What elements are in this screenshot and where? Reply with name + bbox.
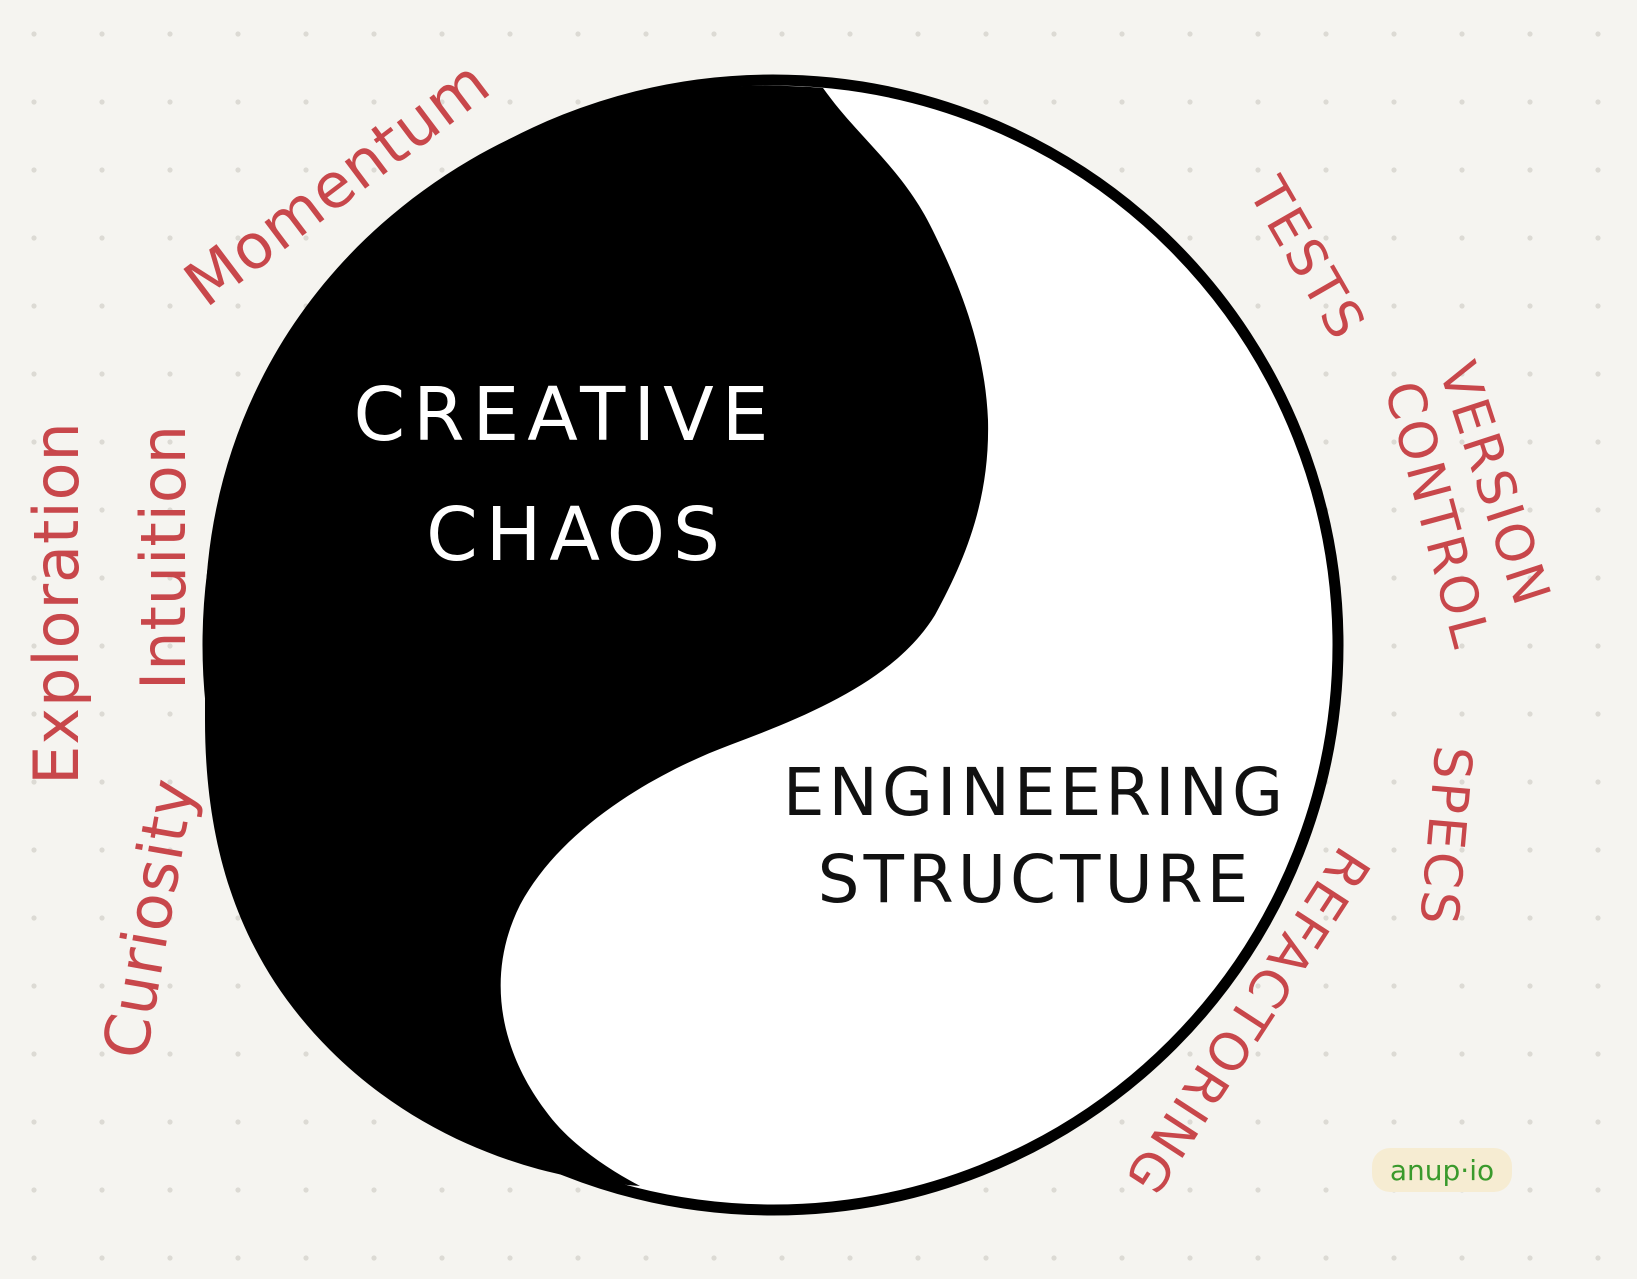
anup-badge: anup·io bbox=[1372, 1148, 1512, 1192]
creative-label: CREATIVE bbox=[353, 372, 776, 458]
chaos-region bbox=[205, 85, 989, 1186]
exploration-label: Exploration bbox=[20, 421, 93, 785]
intuition-label: Intuition bbox=[127, 424, 200, 690]
engineering-label: ENGINEERING bbox=[783, 754, 1287, 831]
badge-label: anup·io bbox=[1390, 1154, 1494, 1187]
chaos-label: CHAOS bbox=[426, 492, 728, 578]
structure-label: STRUCTURE bbox=[818, 841, 1253, 918]
badge-background bbox=[1372, 1148, 1512, 1192]
circle-outline bbox=[202, 74, 1344, 1216]
